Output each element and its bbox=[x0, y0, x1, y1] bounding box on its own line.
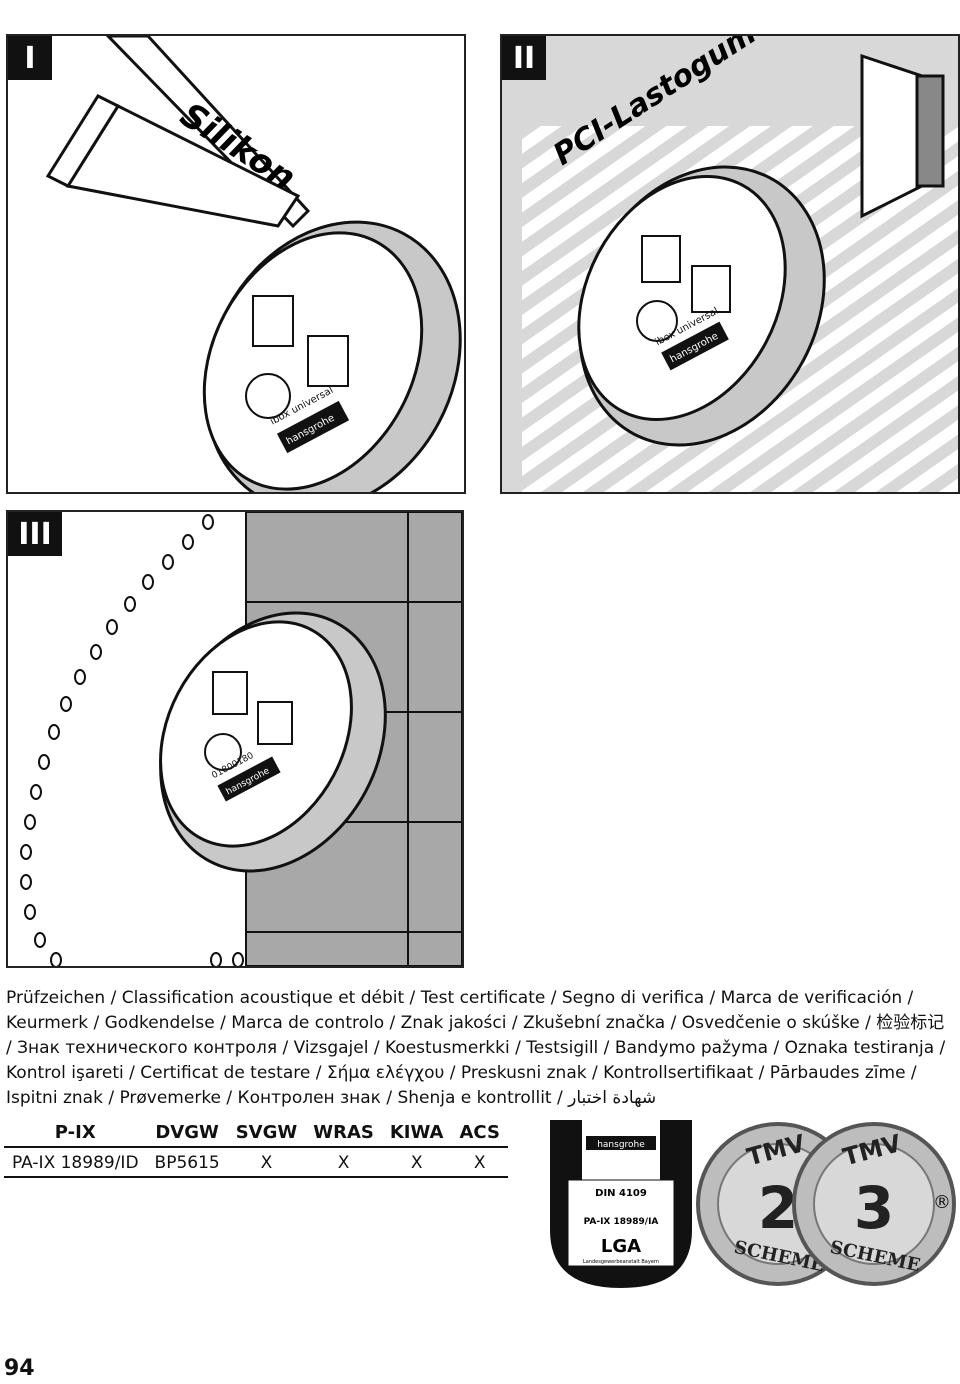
lga-brand: hansgrohe bbox=[597, 1140, 645, 1150]
header-wras: WRAS bbox=[305, 1121, 382, 1148]
tmv2-number: 2 bbox=[758, 1174, 798, 1242]
header-dvgw: DVGW bbox=[146, 1121, 228, 1148]
certification-table: P-IX DVGW SVGW WRAS KIWA ACS PA-IX 18989… bbox=[4, 1121, 508, 1178]
cell-svgw: X bbox=[227, 1147, 306, 1178]
installed-box-illustration: hansgrohe 01800180 bbox=[20, 512, 462, 966]
step-1-panel: Silikon hansgrohe ibox universal I bbox=[6, 34, 466, 494]
header-p-ix: P-IX bbox=[4, 1121, 147, 1148]
registered-mark: ® bbox=[933, 1192, 951, 1213]
cell-kiwa: X bbox=[381, 1147, 452, 1178]
step-badge-3: III bbox=[8, 512, 62, 556]
certification-row: PA-IX 18989/ID BP5615 X X X X bbox=[4, 1147, 508, 1178]
test-certificate-caption: Prüfzeichen / Classification acoustique … bbox=[6, 988, 946, 1108]
tmv3-badge: TMV 3 SCHEME ® bbox=[792, 1122, 956, 1286]
page-number: 94 bbox=[4, 1356, 35, 1381]
tmv3-number: 3 bbox=[854, 1174, 894, 1242]
lga-logo: LGA bbox=[601, 1236, 641, 1257]
header-kiwa: KIWA bbox=[381, 1121, 452, 1148]
certification-header-row: P-IX DVGW SVGW WRAS KIWA ACS bbox=[4, 1121, 508, 1148]
silicone-application-illustration: Silikon hansgrohe ibox universal bbox=[45, 36, 462, 492]
step-2-panel: PCI-Lastogum hansgrohe ibox universal II bbox=[500, 34, 960, 494]
sealant-application-illustration: PCI-Lastogum hansgrohe ibox universal bbox=[522, 36, 958, 492]
cell-p-ix: PA-IX 18989/ID bbox=[4, 1147, 147, 1178]
step-3-panel: hansgrohe 01800180 III bbox=[6, 510, 464, 968]
step-badge-2: II bbox=[502, 36, 546, 80]
header-acs: ACS bbox=[451, 1121, 508, 1148]
cell-wras: X bbox=[305, 1147, 382, 1178]
lga-subtitle: Landesgewerbeanstalt Bayern bbox=[583, 1259, 659, 1265]
cell-dvgw: BP5615 bbox=[146, 1147, 228, 1178]
lga-approval: PA-IX 18989/IA bbox=[584, 1217, 659, 1227]
lga-certification-mark: hansgrohe DIN 4109 PA-IX 18989/IA LGA La… bbox=[550, 1120, 692, 1288]
header-svgw: SVGW bbox=[227, 1121, 306, 1148]
cell-acs: X bbox=[451, 1147, 508, 1178]
tmv-scheme-marks: TMV 2 SCHEME TMV 3 SCHEME ® bbox=[696, 1122, 956, 1286]
lga-standard: DIN 4109 bbox=[595, 1188, 647, 1199]
perforation-holes bbox=[20, 514, 244, 966]
step-badge-1: I bbox=[8, 36, 52, 80]
